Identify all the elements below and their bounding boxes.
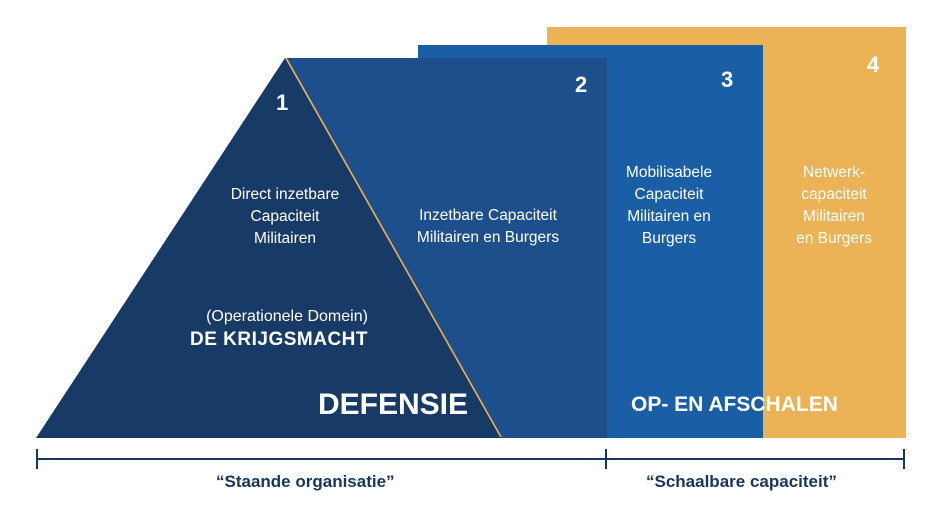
zone-2-line-2: Militairen en Burgers: [416, 229, 560, 246]
zone-1-line-2: Capaciteit: [250, 208, 320, 225]
zone-3-line-4: Burgers: [641, 230, 697, 247]
zone-2-line-1: Inzetbare Capaciteit: [419, 207, 557, 224]
zone-4-number: 4: [867, 52, 880, 77]
zone-1-number: 1: [276, 90, 289, 115]
zone-4-line-1: Netwerk-: [802, 164, 865, 181]
zone-3-label: Mobilisabele Capaciteit Militairen en Bu…: [606, 162, 732, 250]
zone-1-line-3: Militairen: [253, 230, 316, 247]
zone-1-label: Direct inzetbare Capaciteit Militairen: [210, 184, 360, 250]
zone-3-line-1: Mobilisabele: [625, 164, 713, 181]
triangle-divider-line: [285, 57, 502, 438]
zone-4-line-4: en Burgers: [796, 230, 872, 247]
defensie-label: DEFENSIE: [318, 388, 469, 421]
zone-4-label: Netwerk- capaciteit Militairen en Burger…: [778, 162, 890, 250]
zone-3-line-3: Militairen en: [627, 208, 711, 225]
zone-3-number: 3: [721, 67, 734, 92]
zone-4-line-2: capaciteit: [801, 186, 867, 203]
deployable-capacity-shape: [285, 58, 607, 438]
scaling-label: OP- EN AFSCHALEN: [631, 393, 838, 416]
krijgsmacht-triangle: [36, 58, 502, 438]
zone-3-line-2: Capaciteit: [634, 186, 704, 203]
zone-4-line-3: Militairen: [802, 208, 865, 225]
zone-1-line-1: Direct inzetbare: [230, 186, 340, 203]
domain-subtitle: (Operationele Domein): [206, 308, 368, 325]
bottom-brackets: [36, 449, 905, 469]
zone-2-number: 2: [575, 72, 588, 97]
domain-title: DE KRIJGSMACHT: [190, 329, 369, 350]
scalable-capacity-caption: “Schaalbare capaciteit”: [646, 472, 837, 491]
zone-2-label: Inzetbare Capaciteit Militairen en Burge…: [402, 205, 574, 249]
standing-organisation-caption: “Staande organisatie”: [216, 472, 395, 491]
